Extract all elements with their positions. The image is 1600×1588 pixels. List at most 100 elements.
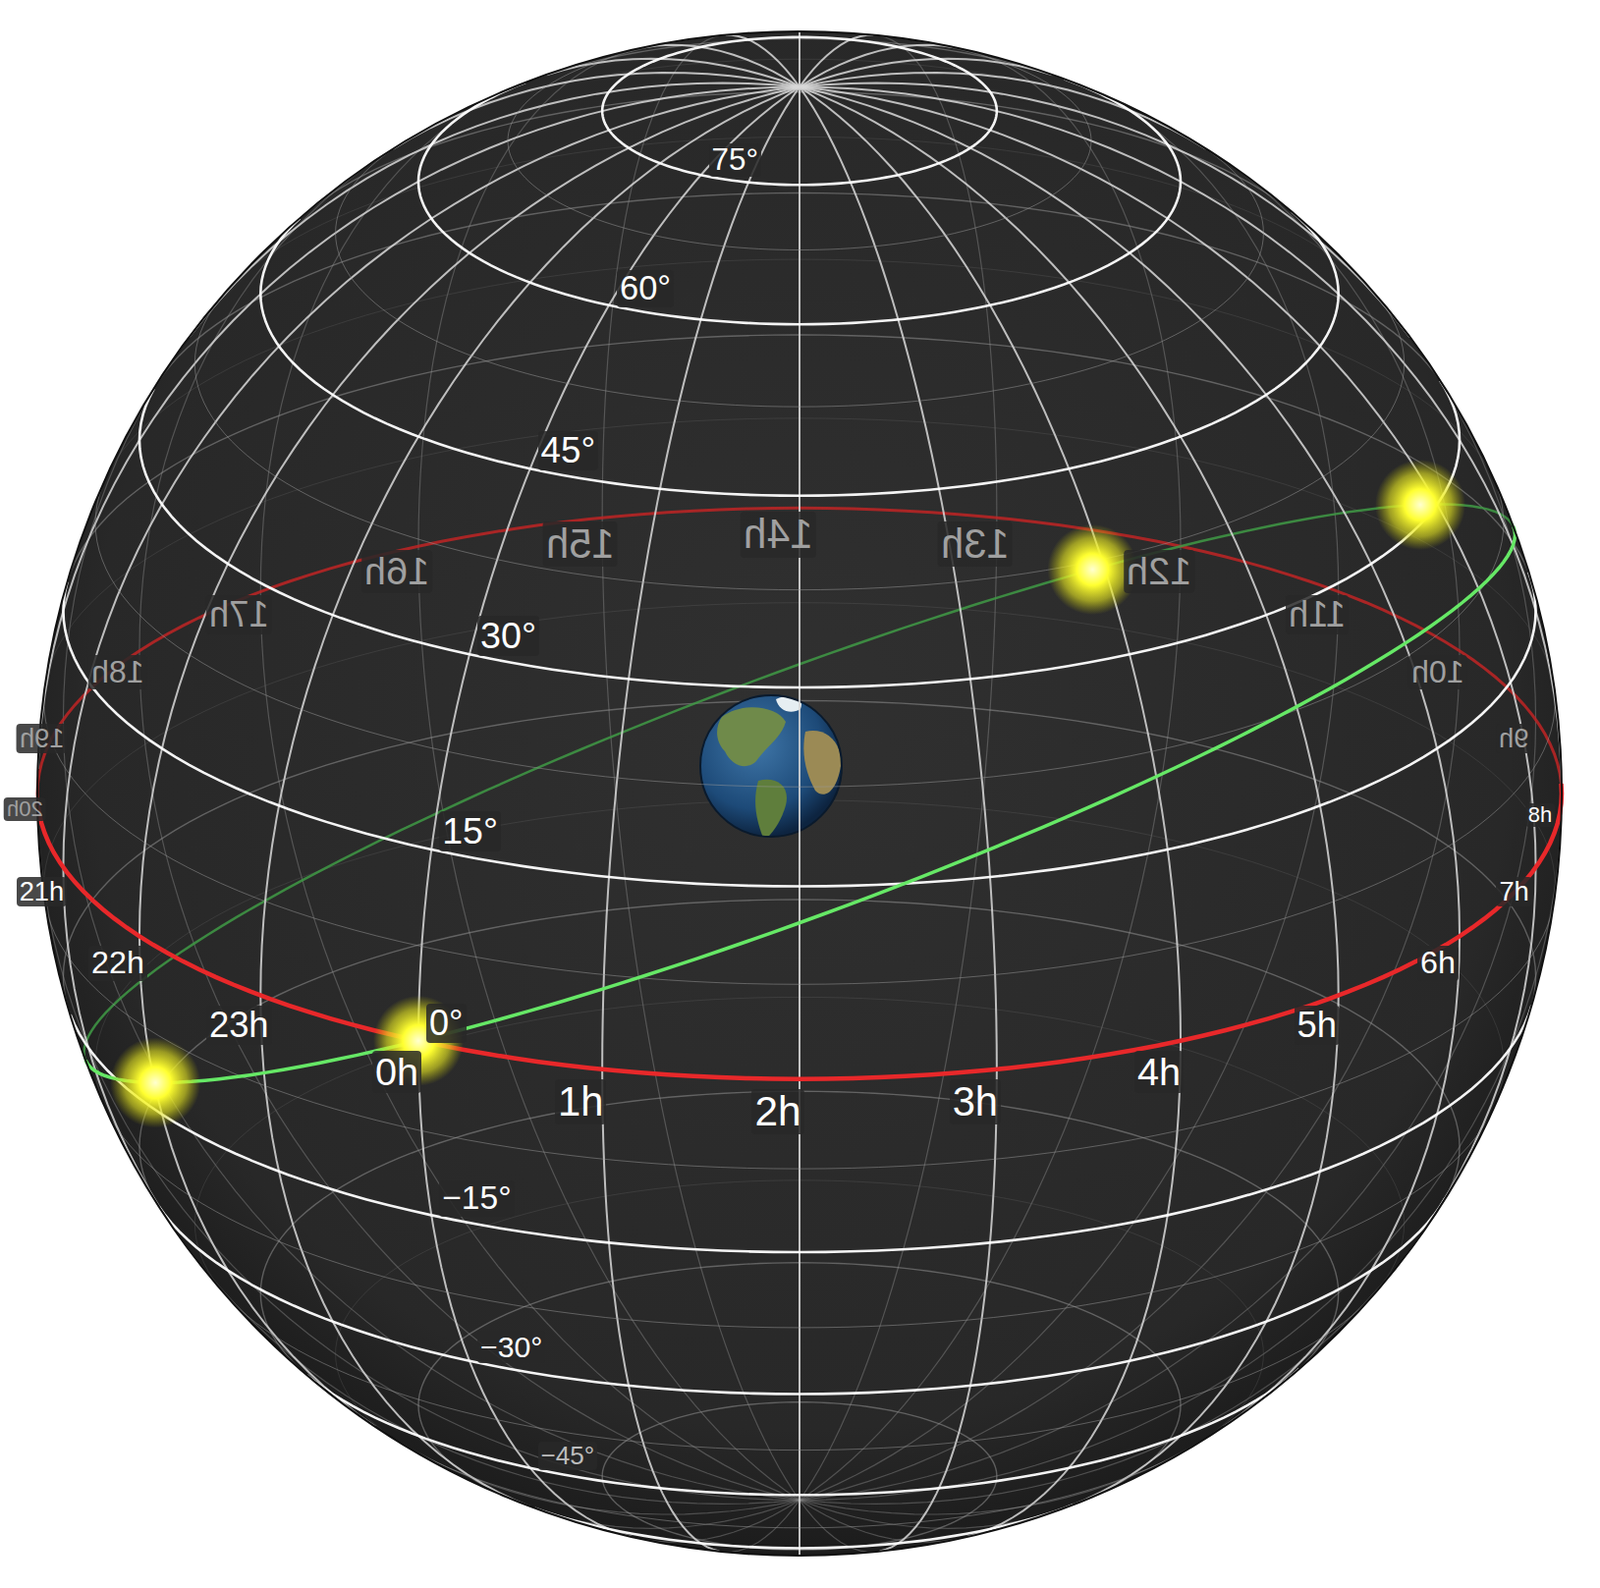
meridian-line bbox=[799, 74, 1339, 1500]
hour-label: 17h bbox=[206, 595, 273, 635]
hour-label: 23h bbox=[206, 1005, 273, 1046]
hour-label: 8h bbox=[1525, 803, 1555, 828]
hour-label: 16h bbox=[361, 550, 433, 594]
equator-line bbox=[418, 783, 1562, 1080]
parallel-line bbox=[260, 218, 530, 469]
meridian-line bbox=[375, 1427, 800, 1515]
meridian-line bbox=[632, 1499, 800, 1543]
hour-label: 15h bbox=[543, 521, 618, 567]
hour-label: 4h bbox=[1134, 1050, 1184, 1095]
hour-label: 11h bbox=[1285, 595, 1349, 635]
declination-label: 60° bbox=[616, 270, 674, 308]
hour-label: 1h bbox=[554, 1079, 607, 1125]
parallel-line bbox=[530, 212, 1339, 497]
meridian-line bbox=[799, 1230, 1425, 1504]
meridian-line bbox=[799, 72, 1207, 150]
declination-label: 0° bbox=[426, 1003, 467, 1044]
parallel-line bbox=[62, 581, 432, 850]
hour-label: 18h bbox=[88, 655, 148, 690]
minor-line bbox=[507, 34, 729, 235]
earth-land bbox=[803, 730, 841, 795]
minor-line bbox=[447, 1101, 1497, 1328]
sun-positions bbox=[110, 459, 1466, 1129]
minor-line bbox=[95, 486, 447, 752]
declination-label: 45° bbox=[538, 431, 599, 471]
hour-label: 14h bbox=[740, 511, 817, 558]
declination-label: −15° bbox=[439, 1180, 514, 1217]
meridian-line bbox=[530, 1499, 800, 1529]
hour-label: 3h bbox=[949, 1079, 1001, 1125]
earth-land bbox=[755, 779, 787, 841]
meridian-line bbox=[260, 87, 800, 1507]
meridian-line bbox=[799, 83, 1410, 338]
declination-label: 75° bbox=[709, 143, 762, 178]
meridian-line bbox=[174, 1230, 800, 1504]
parallel-line bbox=[608, 1504, 1074, 1548]
hour-label: 2h bbox=[751, 1089, 804, 1136]
hour-label: 6h bbox=[1417, 945, 1459, 981]
parallel-line bbox=[431, 1005, 1532, 1253]
earth-globe bbox=[700, 695, 842, 841]
minor-line bbox=[106, 1109, 448, 1293]
meridian-line bbox=[798, 87, 801, 1556]
meridian-line bbox=[799, 45, 955, 88]
meridian-line bbox=[602, 87, 800, 1552]
hour-label: 22h bbox=[88, 945, 148, 981]
minor-line bbox=[397, 58, 1194, 146]
earth-rim bbox=[700, 695, 842, 837]
meridian-line bbox=[799, 87, 1339, 1507]
hour-label: 12h bbox=[1123, 550, 1195, 594]
far-side-lines bbox=[37, 31, 1562, 1556]
sun-glow bbox=[1375, 459, 1466, 551]
minor-line bbox=[102, 259, 1493, 487]
minor-line bbox=[567, 140, 1265, 407]
declination-label: −45° bbox=[538, 1441, 599, 1471]
ecliptic-line bbox=[418, 526, 1515, 1041]
meridian-line bbox=[139, 87, 800, 1428]
meridian-line bbox=[189, 83, 800, 338]
meridian-line bbox=[798, 31, 801, 88]
declination-label: −30° bbox=[477, 1330, 546, 1364]
meridian-line bbox=[799, 1499, 967, 1543]
hour-label: 21h bbox=[16, 877, 68, 907]
meridian-line bbox=[799, 35, 874, 88]
hour-label: 5h bbox=[1294, 1005, 1340, 1046]
parallel-line bbox=[431, 572, 1536, 887]
sphere-rim bbox=[37, 31, 1562, 1556]
minor-line bbox=[447, 477, 1504, 787]
meridian-line bbox=[799, 149, 1460, 1501]
hour-label: 0h bbox=[372, 1050, 422, 1095]
minor-line bbox=[46, 905, 423, 1131]
hour-label: 9h bbox=[1495, 723, 1532, 754]
near-side-lines bbox=[37, 31, 1562, 1556]
sphere-body bbox=[37, 31, 1562, 1556]
meridian-line bbox=[799, 1427, 1224, 1515]
declination-label: 30° bbox=[477, 615, 540, 657]
hour-label: 7h bbox=[1495, 877, 1532, 907]
minor-line bbox=[194, 293, 497, 560]
minor-line bbox=[230, 1301, 497, 1421]
parallel-line bbox=[139, 388, 470, 655]
meridian-line bbox=[62, 87, 800, 1232]
hour-label: 13h bbox=[937, 521, 1013, 567]
parallel-line bbox=[469, 380, 1460, 688]
parallel-line bbox=[418, 82, 609, 306]
minor-line bbox=[567, 1440, 1202, 1528]
parallel-line bbox=[159, 1207, 470, 1362]
parallel-line bbox=[608, 78, 1181, 325]
minor-line bbox=[496, 285, 1404, 591]
minor-line bbox=[421, 895, 1555, 1169]
parallel-line bbox=[299, 92, 1292, 220]
minor-line bbox=[421, 681, 1555, 985]
hour-label: 19h bbox=[16, 723, 68, 754]
minor-line bbox=[335, 146, 568, 385]
meridian-line bbox=[799, 35, 997, 1501]
hour-label: 10h bbox=[1408, 655, 1468, 690]
meridian-line bbox=[799, 87, 1537, 1232]
sun-glow bbox=[110, 1037, 201, 1128]
meridian-line bbox=[799, 87, 1460, 1428]
meridian-line bbox=[799, 87, 997, 1552]
